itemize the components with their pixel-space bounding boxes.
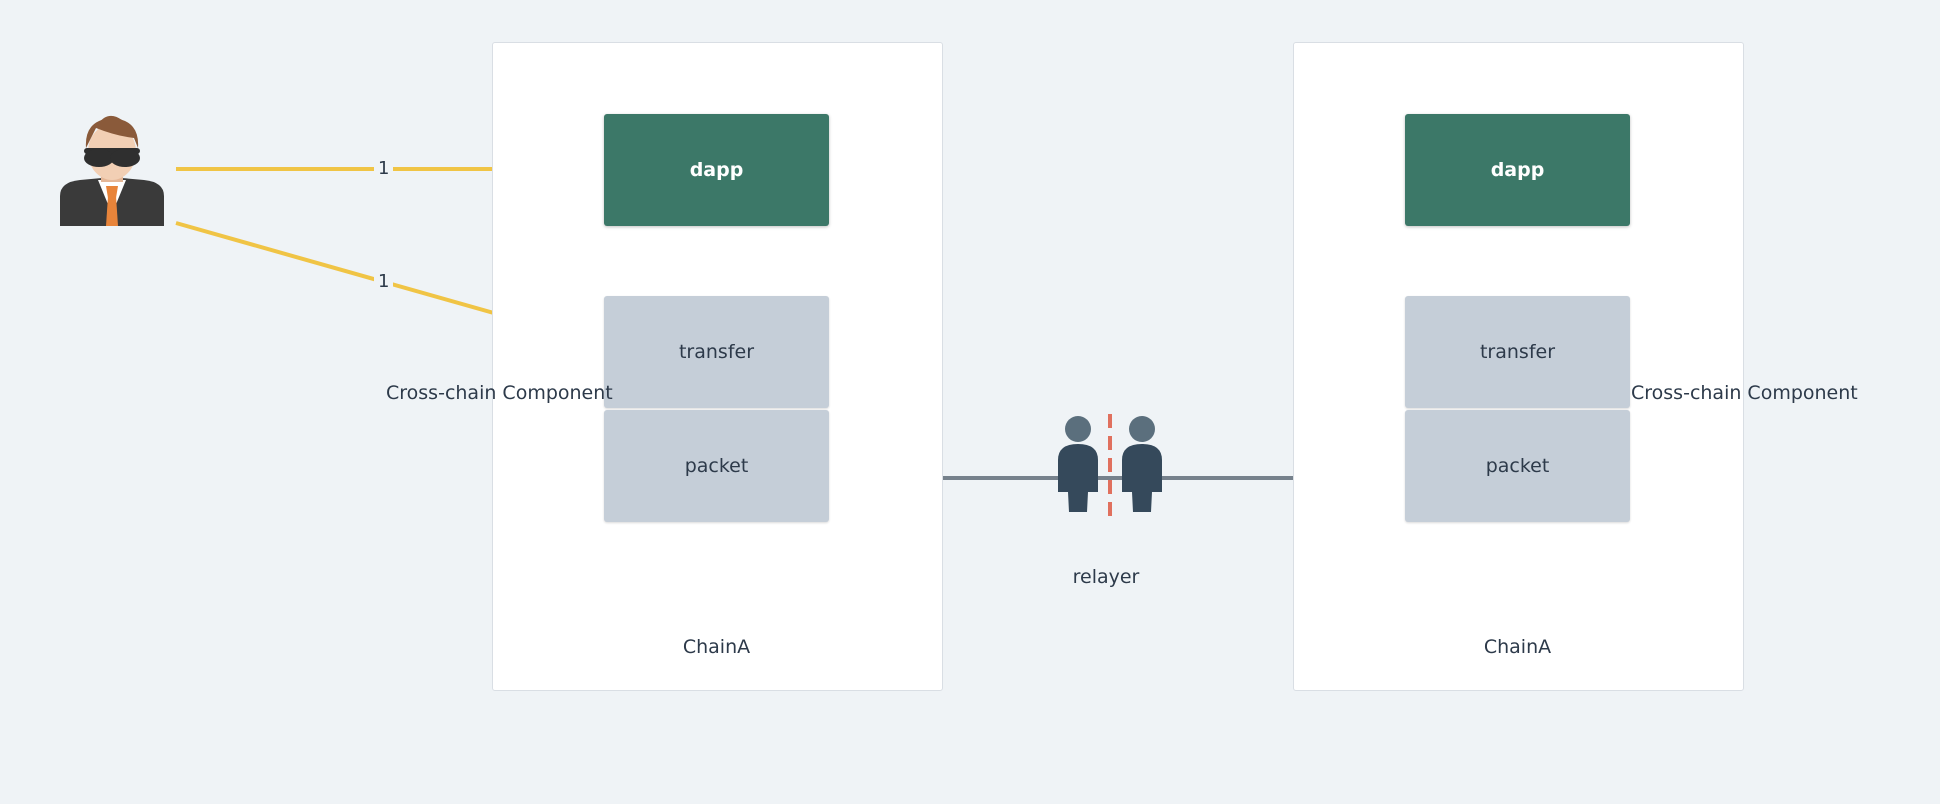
- dapp-module-right[interactable]: dapp: [1405, 114, 1630, 226]
- user-to-dapp-label: 1: [374, 159, 394, 179]
- transfer-module-left[interactable]: transfer: [604, 296, 829, 408]
- packet-module-left[interactable]: packet: [604, 410, 829, 522]
- cross-chain-component-label-right: Cross-chain Component: [1631, 382, 1858, 404]
- chain-name-right: ChainA: [1483, 636, 1552, 658]
- packet-module-right[interactable]: packet: [1405, 410, 1630, 522]
- dapp-module-left[interactable]: dapp: [604, 114, 829, 226]
- user-to-transfer-label: 1: [374, 272, 394, 292]
- cross-chain-component-label-left: Cross-chain Component: [386, 382, 613, 404]
- user-with-sunglasses-icon: [60, 115, 164, 226]
- chain-name-left: ChainA: [682, 636, 751, 658]
- relayer-label: relayer: [1072, 566, 1140, 588]
- relayer-people-icon: [1058, 414, 1162, 518]
- transfer-module-right[interactable]: transfer: [1405, 296, 1630, 408]
